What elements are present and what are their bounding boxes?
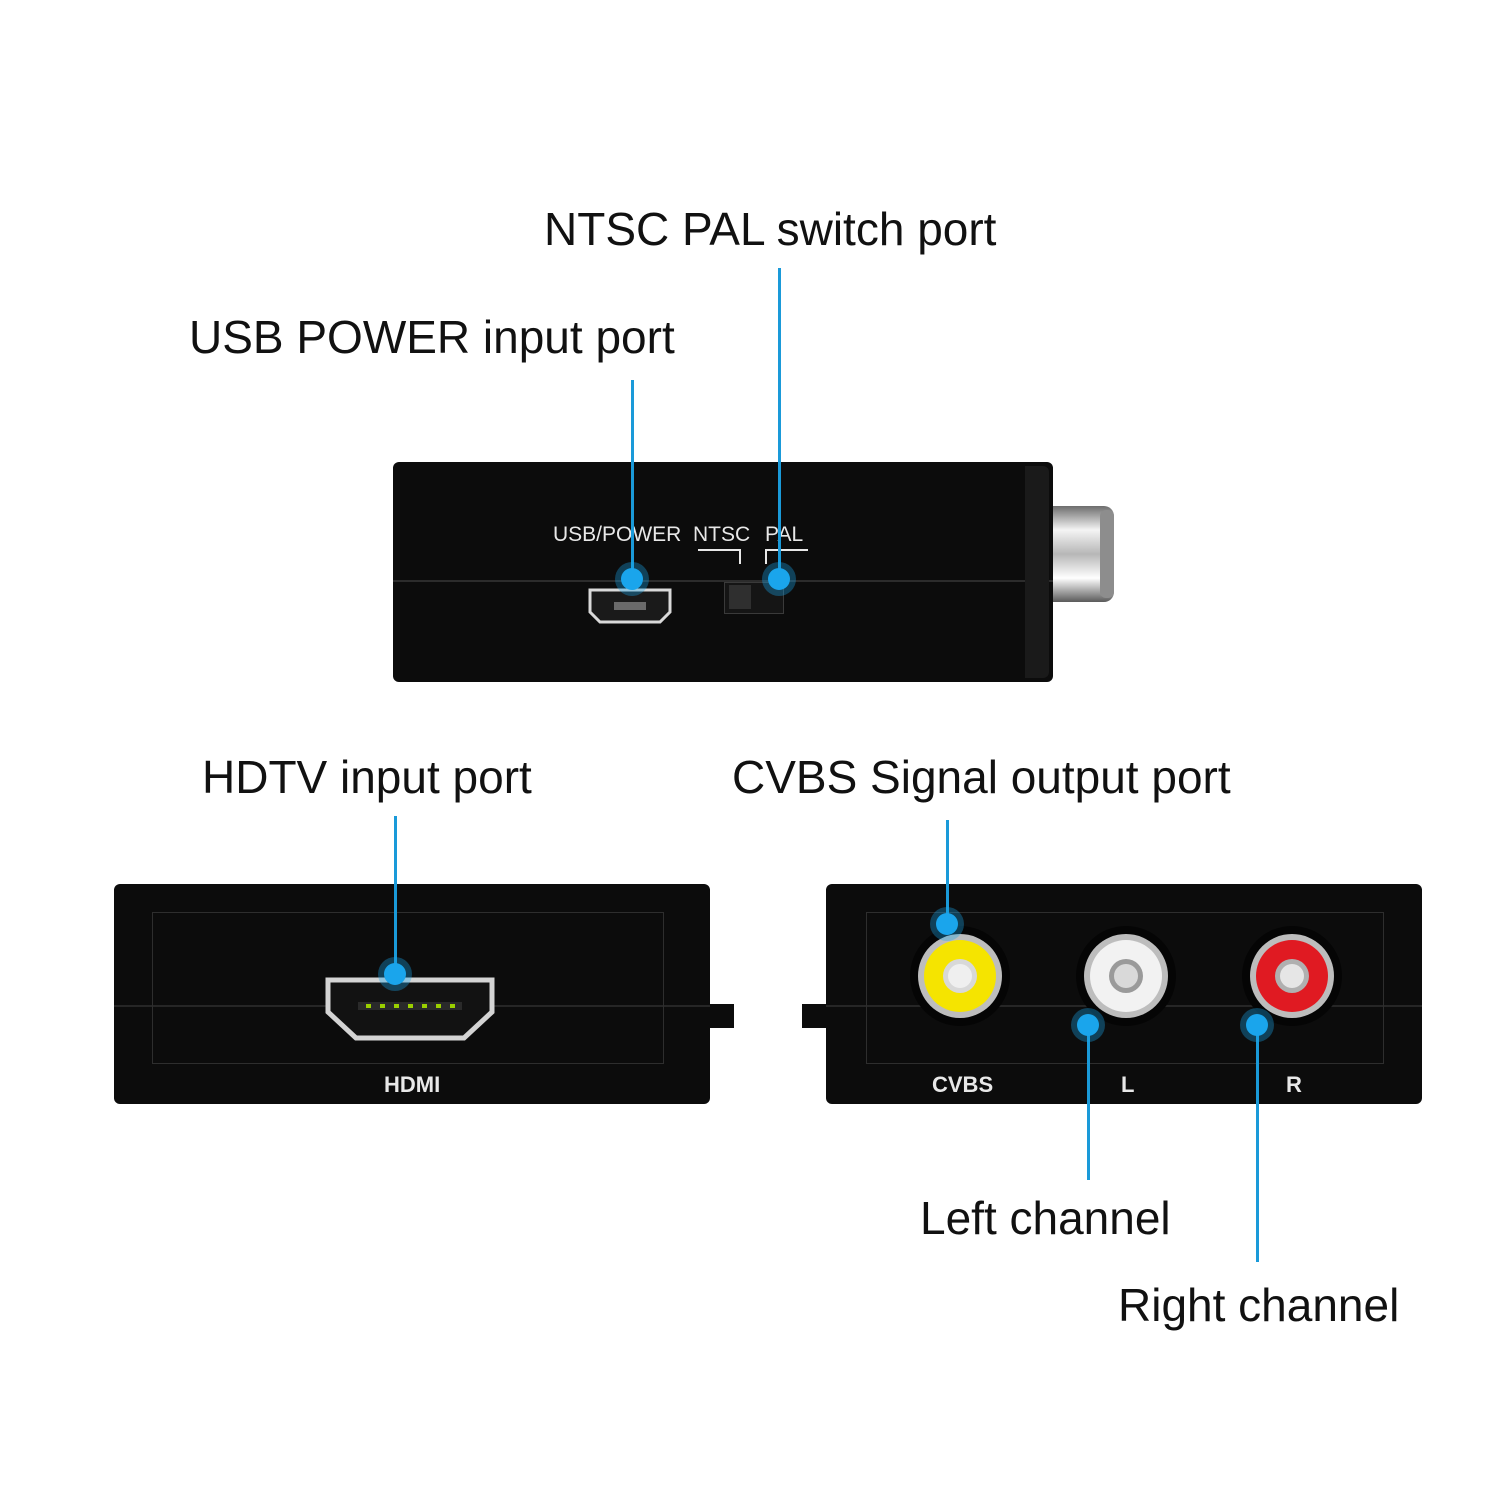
left-channel-callout: Left channel (920, 1192, 1171, 1244)
mini-usb-port (588, 588, 672, 624)
ntsc-pal-callout: NTSC PAL switch port (544, 203, 997, 255)
pal-silk-label: PAL (765, 523, 804, 546)
hdmi-port (325, 977, 495, 1041)
device-tab-right (802, 1004, 830, 1028)
left-channel-leader-line (1087, 1024, 1090, 1180)
usb-power-callout: USB POWER input port (189, 311, 675, 363)
left-channel-marker-dot (1077, 1014, 1099, 1036)
l-silk-label: L (1121, 1072, 1135, 1097)
device-tab-left (706, 1004, 734, 1028)
ntsc-pal-marker-dot (768, 568, 790, 590)
switch-knob (729, 585, 751, 609)
device-panel-rca (866, 912, 1384, 1064)
usb-power-leader-line (631, 380, 634, 578)
cvbs-callout: CVBS Signal output port (732, 751, 1231, 803)
right-channel-callout: Right channel (1118, 1279, 1400, 1331)
rca-jack-side (1040, 506, 1114, 602)
cvbs-marker-dot (936, 913, 958, 935)
usb-power-silk-label: USB/POWER (553, 523, 682, 546)
left-audio-jack (1076, 926, 1176, 1026)
hdtv-callout: HDTV input port (202, 751, 532, 803)
usb-power-marker-dot (621, 568, 643, 590)
ntsc-silk-label: NTSC (693, 523, 751, 546)
rca-jacks (910, 926, 1342, 1026)
hdtv-leader-line (394, 816, 397, 974)
device-panel-hdmi (152, 912, 664, 1064)
ntsc-pal-leader-line (778, 268, 781, 578)
switch-bracket-lines (698, 549, 808, 564)
r-silk-label: R (1286, 1072, 1302, 1097)
cvbs-silk-label: CVBS (932, 1072, 994, 1097)
device-seam-top (393, 580, 1053, 582)
cvbs-jack (910, 926, 1010, 1026)
hdtv-marker-dot (384, 963, 406, 985)
right-channel-leader-line (1256, 1024, 1259, 1262)
right-audio-jack (1242, 926, 1342, 1026)
cvbs-leader-line (946, 820, 949, 924)
right-channel-marker-dot (1246, 1014, 1268, 1036)
device-edge-top (1025, 466, 1049, 678)
hdmi-silk-label: HDMI (384, 1072, 441, 1097)
device-body-top (393, 462, 1053, 682)
